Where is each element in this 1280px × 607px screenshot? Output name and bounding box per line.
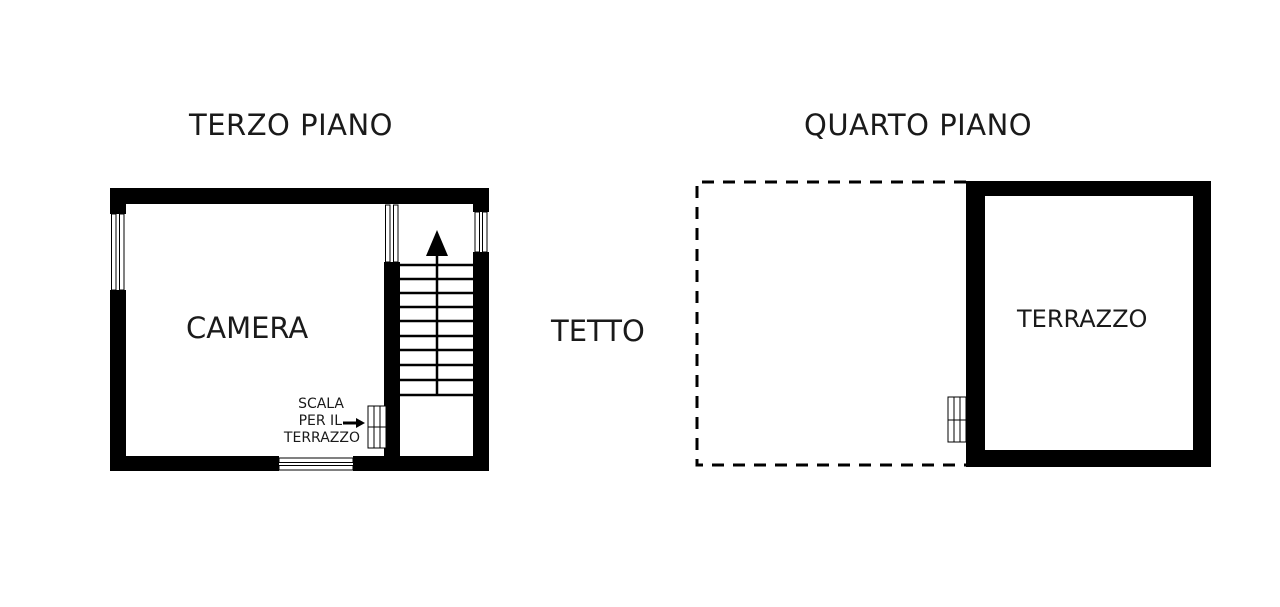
window-bottom — [278, 456, 354, 471]
wall-interior — [384, 204, 400, 460]
wall-right — [473, 188, 489, 471]
floor-title-third: TERZO PIANO — [189, 108, 393, 142]
roof-label: TETTO — [551, 314, 645, 348]
arrow-right-icon — [343, 418, 365, 428]
roof-outline-dashed — [695, 180, 966, 467]
arrow-up-icon — [426, 230, 448, 256]
fourth-floor-plan — [695, 180, 1211, 467]
wall-top — [110, 188, 489, 204]
ladder-icon — [367, 405, 387, 449]
room-label-camera: CAMERA — [186, 311, 309, 345]
terrace-wall-bottom — [966, 450, 1211, 467]
window-left — [110, 213, 126, 291]
third-floor-plan — [110, 188, 489, 471]
annotation-ladder: SCALA PER IL TERRAZZO — [272, 396, 360, 447]
window-interior — [384, 204, 400, 263]
room-label-terrazzo: TERRAZZO — [1017, 305, 1148, 333]
terrace-wall-top — [966, 181, 1211, 196]
staircase-icon — [400, 252, 473, 397]
ladder-icon — [947, 396, 967, 443]
terrace-wall-left — [966, 181, 985, 467]
floor-title-fourth: QUARTO PIANO — [804, 108, 1033, 142]
window-right — [473, 211, 489, 253]
terrace-wall-right — [1193, 181, 1211, 467]
annotation-line-3: TERRAZZO — [283, 430, 360, 446]
annotation-line-2: PER IL — [298, 413, 342, 429]
annotation-line-1: SCALA — [298, 396, 344, 412]
